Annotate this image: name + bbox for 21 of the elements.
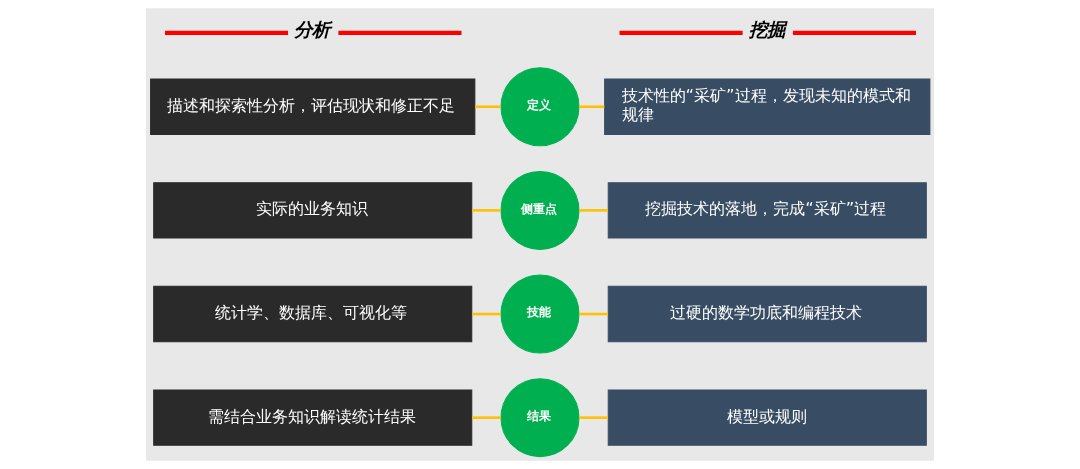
node-circle: 技能 bbox=[500, 274, 580, 354]
node-box: 技术性的“采矿”过程，发现未知的模式和规律 bbox=[604, 78, 931, 135]
node-box: 统计学、数据库、可视化等 bbox=[153, 285, 473, 343]
connector bbox=[472, 209, 501, 212]
connector bbox=[475, 105, 501, 109]
node-box: 需结合业务知识解读统计结果 bbox=[153, 389, 473, 446]
connector bbox=[579, 209, 608, 212]
connector bbox=[579, 416, 608, 419]
label: 分析 bbox=[294, 19, 331, 41]
node-circle: 侧重点 bbox=[500, 170, 580, 250]
connector bbox=[472, 312, 501, 316]
node-box: 模型或规则 bbox=[607, 389, 927, 446]
node-box: 描述和探索性分析，评估现状和修正不足 bbox=[150, 78, 476, 135]
connector bbox=[579, 312, 608, 316]
node-circle: 定义 bbox=[500, 67, 580, 147]
node-circle: 结果 bbox=[500, 378, 580, 458]
connector bbox=[472, 416, 501, 419]
node-box: 过硬的数学功底和编程技术 bbox=[607, 285, 927, 343]
node-box: 实际的业务知识 bbox=[153, 182, 473, 239]
connector bbox=[579, 105, 605, 109]
node-box: 挖掘技术的落地，完成“采矿”过程 bbox=[607, 182, 927, 239]
